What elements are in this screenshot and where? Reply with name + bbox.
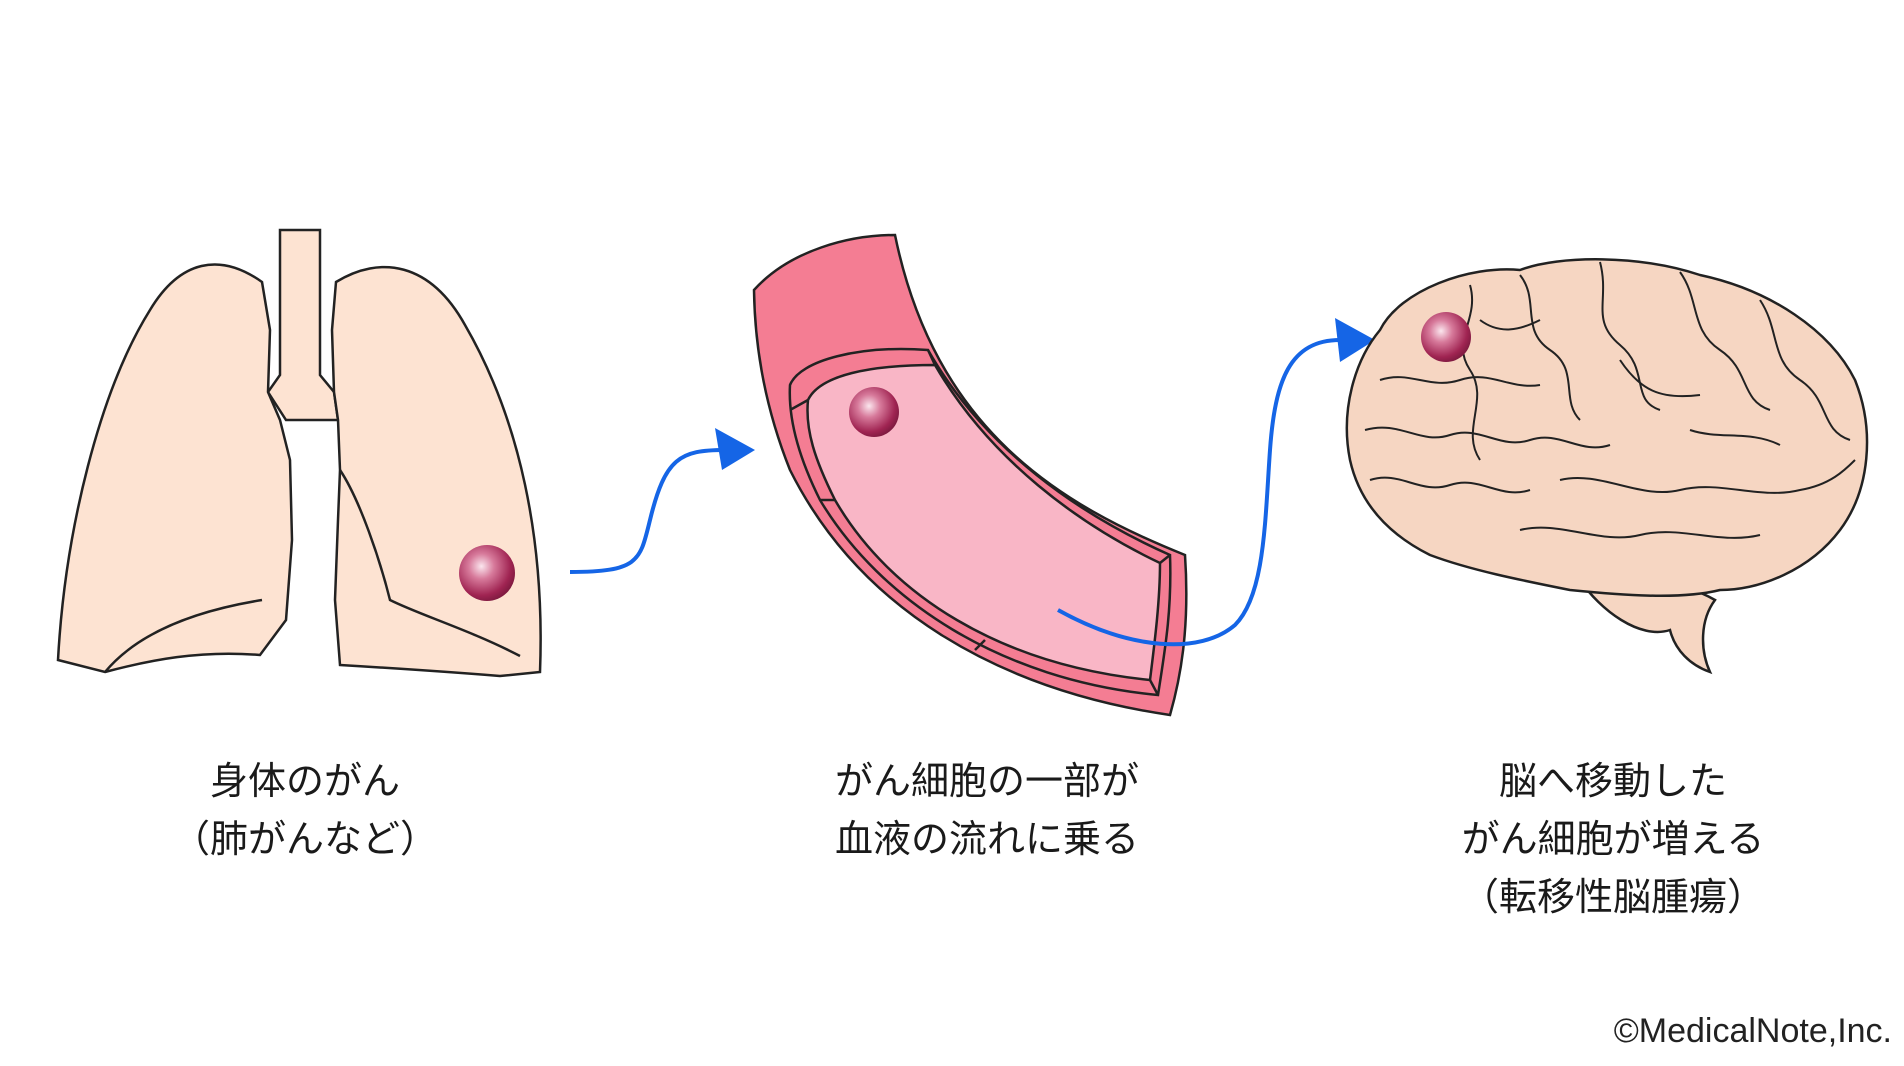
caption-line: （肺がんなど） (171, 817, 438, 861)
brain-cerebrum (1345, 258, 1869, 597)
brain-folds (1364, 261, 1856, 539)
caption-bloodstream: がん細胞の一部が 血液の流れに乗る (727, 752, 1247, 868)
trachea (266, 228, 340, 422)
caption-brain-metastasis: 脳へ移動した がん細胞が増える （転移性脳腫瘍） (1353, 752, 1873, 926)
caption-line: 脳へ移動した (1498, 759, 1727, 803)
caption-line: （転移性脳腫瘍） (1460, 875, 1765, 919)
blood-vessel-illustration (752, 233, 1188, 717)
caption-primary-cancer: 身体のがん （肺がんなど） (45, 752, 565, 868)
flow-arrow-icon (569, 428, 755, 574)
caption-line: がん細胞が増える (1461, 817, 1765, 861)
lungs-illustration (56, 228, 542, 678)
right-lung (330, 265, 542, 678)
flow-arrow-icon (1057, 318, 1375, 647)
cancer-cell-icon (849, 387, 899, 437)
caption-line: 血液の流れに乗る (834, 817, 1139, 861)
caption-line: がん細胞の一部が (834, 759, 1139, 803)
left-lung (56, 263, 294, 674)
brain-illustration (1345, 258, 1869, 675)
caption-line: 身体のがん (209, 759, 400, 803)
cancer-cell-icon (459, 545, 515, 601)
cancer-cell-icon (1421, 312, 1471, 362)
copyright-notice: ©MedicalNote,Inc. (1613, 1012, 1892, 1050)
